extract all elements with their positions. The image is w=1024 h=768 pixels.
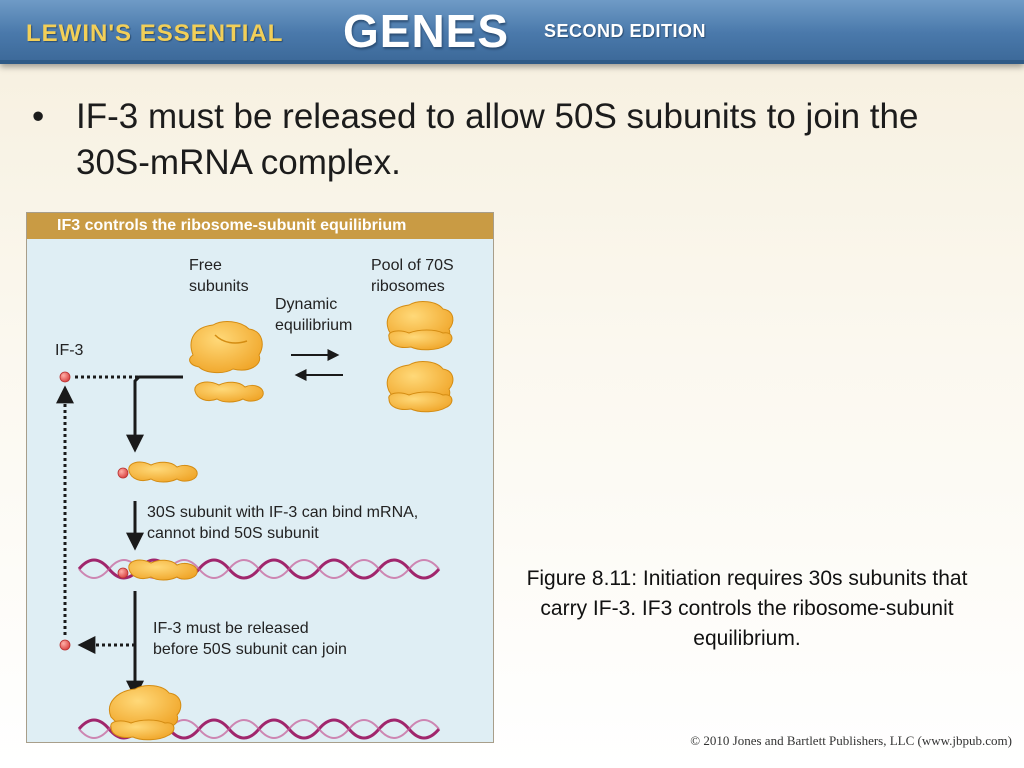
- figure-panel: IF3 controls the ribosome-subunit equili…: [26, 212, 494, 743]
- label-pool-2: ribosomes: [371, 278, 445, 295]
- pool-ribosome-2: [386, 361, 454, 413]
- label-release-2: before 50S subunit can join: [153, 641, 347, 658]
- down-arrow-1: [126, 375, 183, 453]
- label-free-1: Free: [189, 257, 222, 274]
- figure-title: IF3 controls the ribosome-subunit equili…: [27, 213, 493, 239]
- if3-factor-released: [59, 639, 71, 651]
- label-release-1: IF-3 must be released: [153, 620, 309, 637]
- label-bind-1: 30S subunit with IF-3 can bind mRNA,: [147, 504, 418, 521]
- label-if3: IF-3: [55, 342, 84, 359]
- label-bind-2: cannot bind 50S subunit: [147, 525, 319, 542]
- label-free-2: subunits: [189, 278, 249, 295]
- bullet-text: IF-3 must be released to allow 50S subun…: [76, 97, 919, 182]
- figure-caption: Figure 8.11: Initiation requires 30s sub…: [526, 567, 968, 650]
- 70s-ribosome-on-mrna: [109, 685, 182, 741]
- label-dynamic-2: equilibrium: [275, 317, 352, 334]
- free-50s-subunit: [189, 321, 263, 374]
- 30s-bound-to-mrna: [117, 559, 198, 581]
- header-edition-text: SECOND EDITION: [544, 21, 707, 41]
- bullet-marker: •: [32, 97, 45, 136]
- header-series-text: LEWIN'S ESSENTIAL: [26, 20, 284, 47]
- header-brand-text: GENES: [343, 5, 510, 57]
- header-banner: LEWIN'S ESSENTIAL GENES SECOND EDITION: [0, 0, 1024, 64]
- label-pool-1: Pool of 70S: [371, 257, 454, 274]
- 30s-with-if3: [117, 461, 198, 483]
- if3-factor-top: [59, 371, 71, 383]
- label-dynamic-1: Dynamic: [275, 296, 337, 313]
- pool-ribosome-1: [386, 301, 454, 351]
- copyright-notice: © 2010 Jones and Bartlett Publishers, LL…: [690, 733, 1012, 748]
- free-30s-subunit: [194, 381, 264, 403]
- figure-diagram: Free subunits Pool of 70S ribosomes Dyna…: [55, 257, 454, 741]
